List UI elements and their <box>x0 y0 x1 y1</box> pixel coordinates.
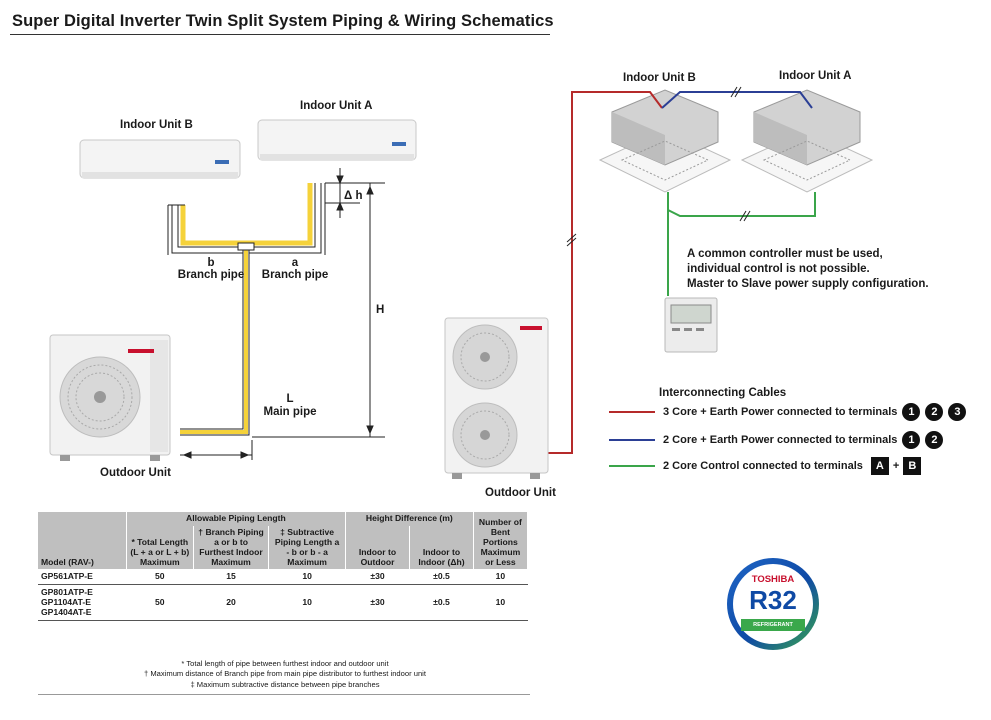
controller-note-line-1: A common controller must be used, <box>687 248 883 260</box>
branch-pipe-outline <box>171 183 322 254</box>
label-main-pipe: Main pipe <box>263 406 317 418</box>
label-indoor-unit-a-right: Indoor Unit A <box>779 70 852 82</box>
label-indoor-unit-a-left: Indoor Unit A <box>300 100 373 112</box>
cell-subtractive: 10 <box>268 569 346 585</box>
cell-bends: 10 <box>473 569 528 585</box>
model-line: GP801ATP-E <box>41 586 93 597</box>
label-height-h: H <box>376 304 385 316</box>
col-model: Model (RAV-) <box>38 512 127 570</box>
cell-in-out: ±30 <box>345 584 410 621</box>
red-power-cable <box>548 91 663 454</box>
footnote-branch: † Maximum distance of Branch pipe from m… <box>144 669 426 679</box>
branch-pipe-yellow <box>180 183 313 246</box>
legend-text-red: 3 Core + Earth Power connected to termin… <box>663 406 898 418</box>
indoor-unit-a-wall <box>257 119 417 161</box>
cell-total: 50 <box>126 569 194 585</box>
cell-branch: 15 <box>193 569 269 585</box>
table-row: GP561ATP-E 50 15 10 ±30 ±0.5 10 <box>38 569 528 585</box>
legend-swatch-blue <box>609 439 655 441</box>
table-footnotes: * Total length of pipe between furthest … <box>40 659 530 690</box>
terminal-joiner: + <box>892 460 900 472</box>
footnote-subtractive: ‡ Maximum subtractive distance between p… <box>190 679 380 689</box>
label-indoor-unit-b-left: Indoor Unit B <box>120 119 193 131</box>
col-subtractive: ‡ Subtractive Piping Length a - b or b -… <box>268 525 346 570</box>
title-underline <box>10 34 550 35</box>
r32-badge-inner: TOSHIBA R32 REFRIGERANT <box>733 564 813 644</box>
branch-distributor <box>237 242 255 251</box>
legend-swatch-green <box>609 465 655 467</box>
piping-spec-table: Model (RAV-) Allowable Piping Length Hei… <box>38 512 529 621</box>
indoor-unit-b-wall <box>79 139 241 179</box>
green-control-cable <box>667 192 816 217</box>
cell-model: GP561ATP-E <box>38 569 127 585</box>
blue-power-cable <box>661 91 813 109</box>
outdoor-unit-left <box>49 334 171 461</box>
terminal-marker-3: 3 <box>948 403 967 421</box>
label-branch-pipe-b: Branch pipe <box>177 269 245 281</box>
cell-model: GP801ATP-E GP1104AT-E GP1404AT-E <box>38 584 127 621</box>
controller-note-line-2: individual control is not possible. <box>687 263 870 275</box>
r32-code-text: R32 <box>749 585 797 615</box>
cell-total: 50 <box>126 584 194 621</box>
schematic-diagram <box>49 86 874 479</box>
label-main-letter: L <box>286 393 294 405</box>
delta-h-dimension <box>325 168 385 218</box>
label-delta-h: Δ h <box>344 190 363 202</box>
legend-item-blue: 2 Core + Earth Power connected to termin… <box>609 431 944 449</box>
col-indoor-outdoor: Indoor to Outdoor <box>345 525 411 570</box>
group-height-difference: Height Difference (m) <box>345 512 474 526</box>
legend-item-red: 3 Core + Earth Power connected to termin… <box>609 403 967 421</box>
legend-title: Interconnecting Cables <box>659 387 787 399</box>
indoor-unit-b-cassette <box>598 89 732 193</box>
legend-text-blue: 2 Core + Earth Power connected to termin… <box>663 434 898 446</box>
controller-note-line-3: Master to Slave power supply configurati… <box>687 278 929 290</box>
terminal-marker-a: A <box>870 457 889 475</box>
label-indoor-unit-b-right: Indoor Unit B <box>623 72 696 84</box>
r32-refrigerant-text: REFRIGERANT <box>741 619 805 631</box>
label-branch-pipe-a: Branch pipe <box>261 269 329 281</box>
label-outdoor-unit-left: Outdoor Unit <box>100 467 171 479</box>
label-branch-b-letter: b <box>207 257 215 269</box>
model-line: GP1104AT-E <box>41 597 91 607</box>
footnote-divider <box>38 694 530 695</box>
terminal-marker-2: 2 <box>925 403 944 421</box>
cell-in-in: ±0.5 <box>409 584 474 621</box>
col-bends: Number of Bent Portions Maximum or Less <box>473 512 529 570</box>
col-indoor-indoor: Indoor to Indoor (Δh) <box>409 525 474 570</box>
col-total-length: * Total Length (L + a or L + b) Maximum <box>126 525 194 570</box>
col-branch-piping: † Branch Piping a or b to Furthest Indoo… <box>193 525 270 570</box>
outdoor-unit-right <box>444 317 549 479</box>
terminal-marker-2: 2 <box>925 431 944 449</box>
label-branch-a-letter: a <box>291 257 299 269</box>
cell-in-out: ±30 <box>345 569 410 585</box>
main-length-dimension <box>180 440 253 460</box>
legend-swatch-red <box>609 411 655 413</box>
legend-text-green: 2 Core Control connected to terminals <box>663 460 863 472</box>
branch-pipe-outline-inner <box>172 183 321 253</box>
table-row: GP801ATP-E GP1104AT-E GP1404AT-E 50 20 1… <box>38 584 528 621</box>
r32-brand-text: TOSHIBA <box>751 574 795 585</box>
height-h-dimension <box>252 183 385 438</box>
terminal-marker-1: 1 <box>902 431 921 449</box>
label-outdoor-unit-right: Outdoor Unit <box>485 487 556 499</box>
cell-branch: 20 <box>193 584 269 621</box>
model-line: GP1404AT-E <box>41 607 92 618</box>
terminal-marker-b: B <box>903 457 922 475</box>
indoor-unit-a-cassette <box>740 89 874 193</box>
cell-bends: 10 <box>473 584 528 621</box>
cell-subtractive: 10 <box>268 584 346 621</box>
footnote-total-length: * Total length of pipe between furthest … <box>181 659 389 668</box>
page-title: Super Digital Inverter Twin Split System… <box>12 12 554 30</box>
main-pipe-yellow <box>180 250 248 434</box>
wired-controller <box>664 297 718 353</box>
r32-refrigerant-logo: TOSHIBA R32 REFRIGERANT <box>727 558 819 650</box>
cell-in-in: ±0.5 <box>409 569 474 585</box>
group-allowable-piping: Allowable Piping Length <box>126 512 346 526</box>
legend-item-green: 2 Core Control connected to terminals A … <box>609 457 925 475</box>
terminal-marker-1: 1 <box>902 403 921 421</box>
